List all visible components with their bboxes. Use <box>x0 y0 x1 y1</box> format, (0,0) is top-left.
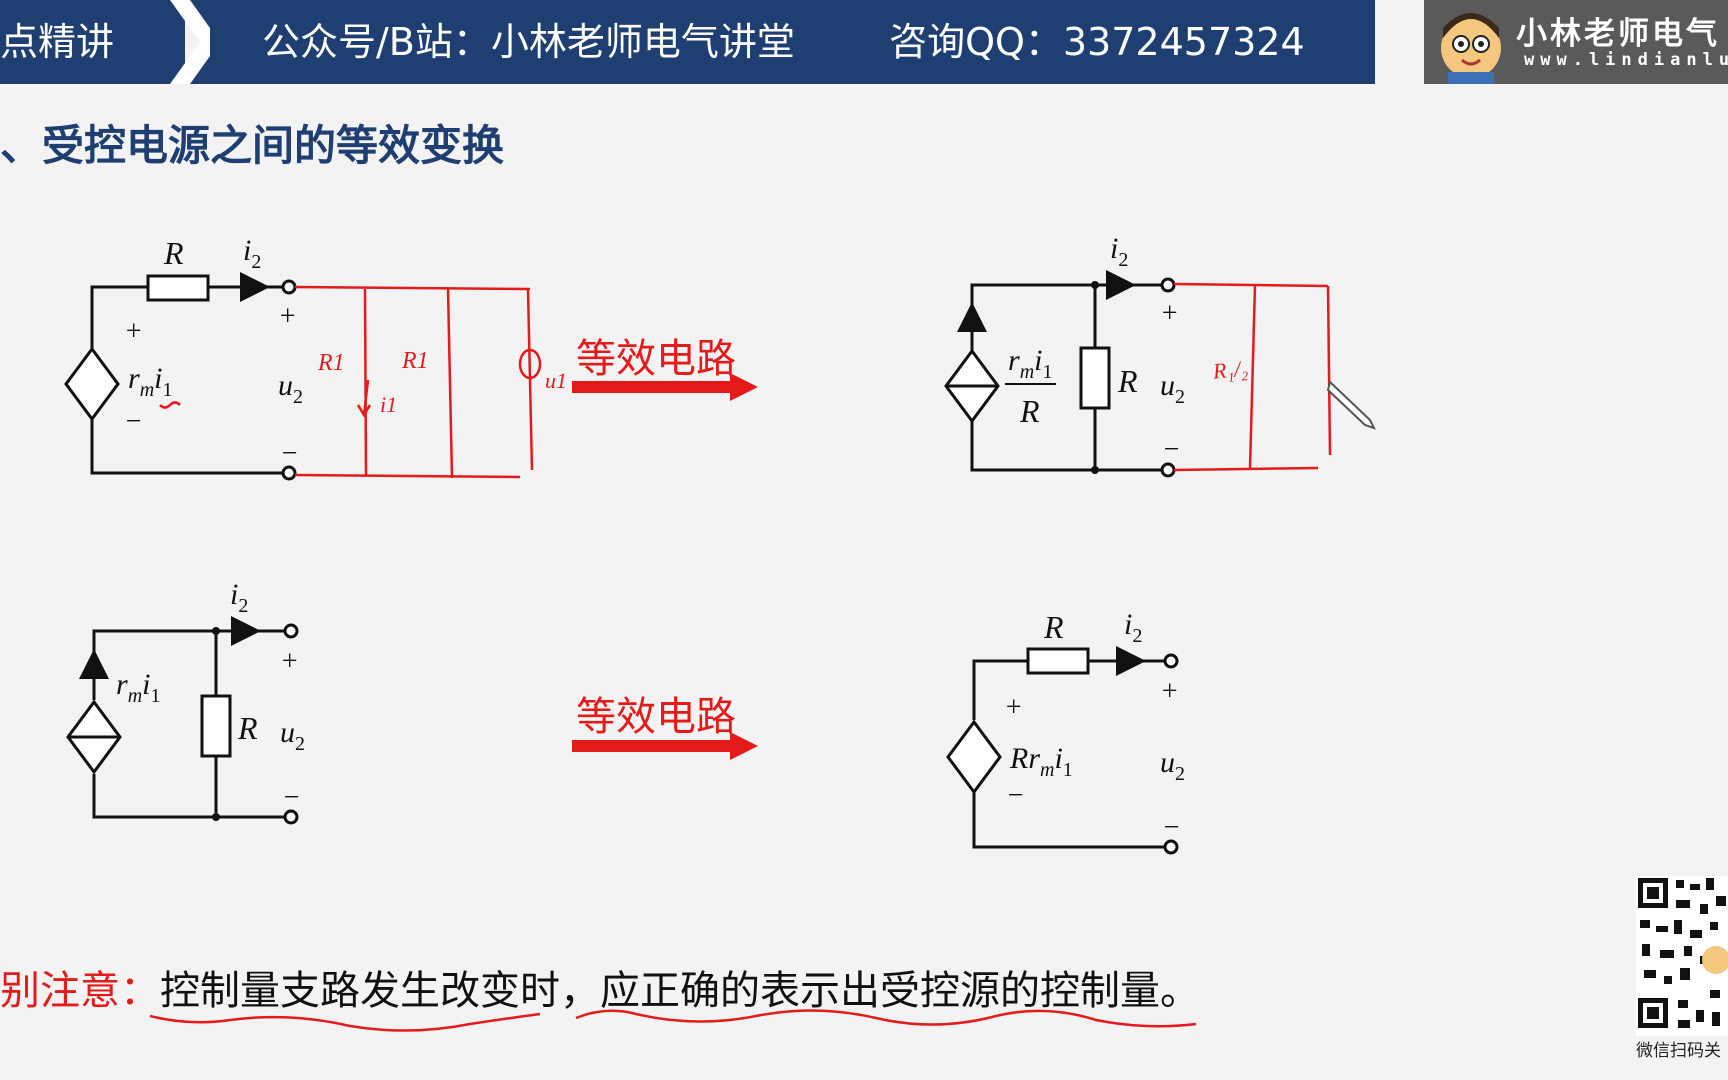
br-resistor-label: R <box>1043 609 1064 645</box>
circuit-top-right <box>944 270 1176 478</box>
banner-channel: 公众号/B站：小林老师电气讲堂 <box>262 20 795 64</box>
br-current-label: i2 <box>1124 608 1142 647</box>
br-minus-out: − <box>1162 812 1181 843</box>
equivalent-label-bottom: 等效电路 <box>576 694 736 740</box>
circuit-bottom-left <box>66 616 299 825</box>
teacher-avatar-icon <box>1441 13 1501 84</box>
tr-source-num: rmi1 <box>1008 344 1052 383</box>
br-voltage-label: u2 <box>1160 746 1185 785</box>
tl-voltage-label: u2 <box>278 369 303 408</box>
section-title: 、受控电源之间的等效变换 <box>0 121 505 170</box>
br-source-label: Rrmi1 <box>1009 742 1073 781</box>
tr-plus: + <box>1160 298 1179 329</box>
tr-current-label: i2 <box>1110 232 1128 271</box>
brand-url: www.lindianlu <box>1524 50 1728 70</box>
bl-voltage-label: u2 <box>280 716 305 755</box>
equivalent-label-top: 等效电路 <box>576 336 736 382</box>
banner-contact: 咨询QQ：3372457324 <box>889 20 1305 64</box>
hw-r1-half: R₁/₂ <box>1211 356 1249 384</box>
tr-minus: − <box>1162 434 1181 465</box>
bl-plus: + <box>280 646 299 677</box>
note-prefix: 别注意： <box>0 968 160 1014</box>
note-body: 控制量支路发生改变时，应正确的表示出受控源的控制量。 <box>160 968 1200 1014</box>
tl-plus: + <box>124 316 143 347</box>
tr-source-den: R <box>1019 393 1040 429</box>
tr-voltage-label: u2 <box>1160 369 1185 408</box>
tr-resistor-label: R <box>1117 363 1138 399</box>
brand-name: 小林老师电气 <box>1516 16 1720 52</box>
note-underline <box>149 1009 1197 1032</box>
bl-source-label: rmi1 <box>116 668 160 707</box>
hw-r1-a: R1 <box>317 350 345 376</box>
circuit-bottom-right <box>946 646 1179 855</box>
tl-minus: − <box>124 406 143 437</box>
br-minus: − <box>1006 780 1025 811</box>
brand-logo: 小林老师电气 www.lindianlu <box>1424 0 1728 84</box>
banner-info: 公众号/B站：小林老师电气讲堂 咨询QQ：3372457324 <box>210 0 1375 84</box>
tl-plus-out: + <box>278 301 297 332</box>
hw-r1-b: R1 <box>401 348 429 374</box>
br-plus-out: + <box>1160 676 1179 707</box>
tl-current-label: i2 <box>243 234 261 273</box>
br-plus: + <box>1004 692 1023 723</box>
bl-current-label: i2 <box>230 578 248 617</box>
tl-resistor-label: R <box>163 235 184 271</box>
qr-caption: 微信扫码关 <box>1636 1041 1721 1061</box>
tl-source-label: rmi1 <box>128 362 172 401</box>
pen-cursor-icon <box>1326 380 1376 430</box>
handwritten-additions-top-left <box>159 285 542 479</box>
hw-i1: i1 <box>380 392 397 417</box>
handwritten-additions-top-right <box>1173 282 1332 472</box>
equivalent-arrow-bottom <box>572 732 758 760</box>
note-text: 别注意：控制量支路发生改变时，应正确的表示出受控源的控制量。 <box>0 958 1200 1016</box>
bl-resistor-label: R <box>237 710 258 746</box>
qr-code <box>1636 876 1728 1036</box>
circuit-top-left <box>64 272 297 481</box>
hw-u1: u1 <box>545 368 567 393</box>
banner-section-label: 点精讲 <box>0 0 185 84</box>
tl-minus-out: − <box>280 438 299 469</box>
bl-minus: − <box>282 782 301 813</box>
equivalent-arrow-top <box>572 373 758 401</box>
